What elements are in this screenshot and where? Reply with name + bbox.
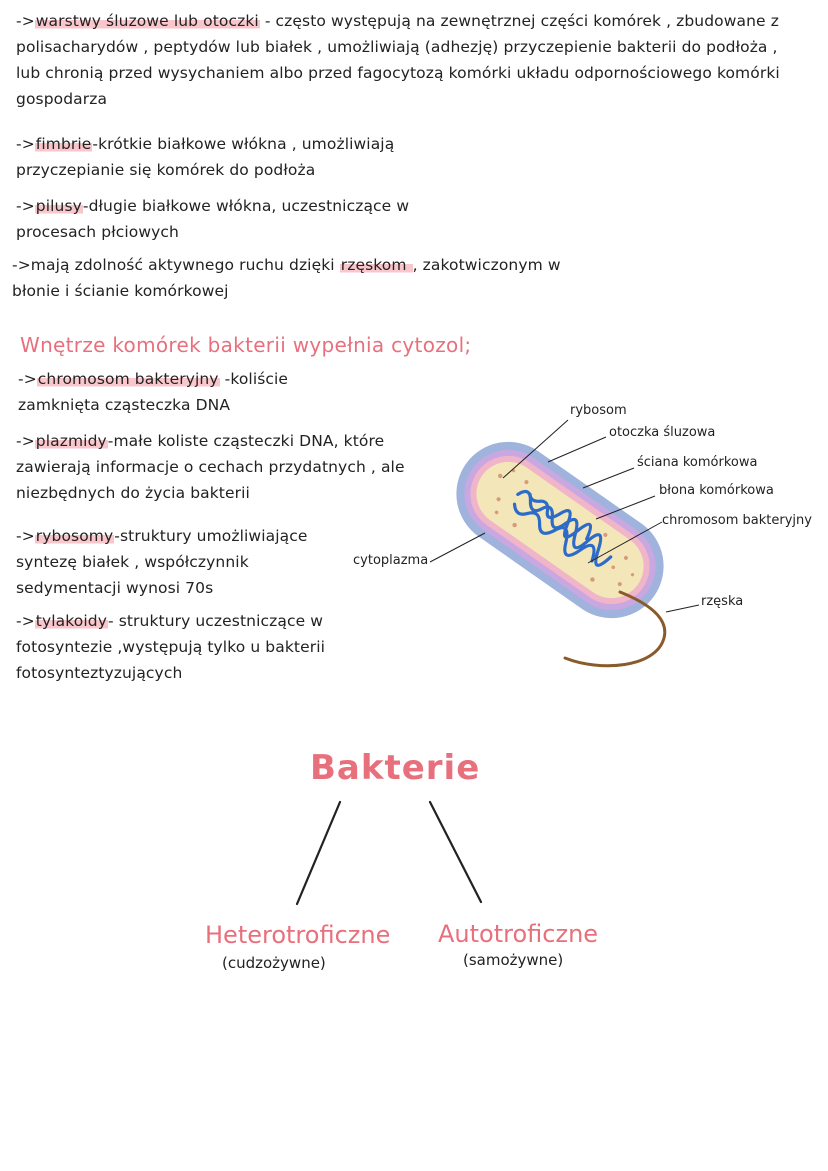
label-rzeska: rzęska <box>701 594 744 609</box>
item-chromosom: ->chromosom bakteryjny -koliście zamknię… <box>18 370 289 414</box>
label-cytoplazma: cytoplazma <box>353 553 429 568</box>
flagellum <box>563 590 667 668</box>
term-fimbrie: fimbrie <box>34 135 93 153</box>
classification-right-sub: (samożywne) <box>463 951 564 969</box>
classification-title: Bakterie <box>310 748 481 788</box>
term-rybosomy: rybosomy <box>34 527 115 545</box>
item-plazmidy: ->plazmidy-małe koliste cząsteczki DNA, … <box>16 432 405 502</box>
term-chromosom: chromosom bakteryjny <box>36 370 220 388</box>
term-pilusy: pilusy <box>34 197 83 215</box>
item-tylakoidy: ->tylakoidy- struktury uczestniczące w f… <box>16 612 326 682</box>
term-rzeskom: rzęskom <box>339 256 413 274</box>
label-otoczka: otoczka śluzowa <box>609 425 716 440</box>
paragraph-motility: ->mają zdolność aktywnego ruchu dzięki r… <box>12 256 561 300</box>
paragraph-pilusy: ->pilusy-długie białkowe włókna, uczestn… <box>16 197 410 241</box>
bacterium-diagram <box>429 419 700 668</box>
classification-branches <box>295 800 483 906</box>
classification-left-sub: (cudzożywne) <box>222 954 326 972</box>
classification-right: Autotroficzne <box>438 920 599 948</box>
term-plazmidy: plazmidy <box>34 432 108 450</box>
label-sciana: ściana komórkowa <box>637 455 758 470</box>
label-lines <box>429 419 700 613</box>
bacterium-body <box>456 441 664 619</box>
ribosome-dots <box>494 469 635 587</box>
classification-left: Heterotroficzne <box>205 921 391 949</box>
branch-right <box>428 800 483 904</box>
item-rybosomy: ->rybosomy-struktury umożliwiające synte… <box>16 527 308 597</box>
chromosome-dna <box>512 489 613 567</box>
label-rybosom: rybosom <box>570 403 627 418</box>
section-heading-cytozol: Wnętrze komórek bakterii wypełnia cytozo… <box>20 333 472 357</box>
paragraph-fimbrie: ->fimbrie-krótkie białkowe włókna , umoż… <box>16 135 395 179</box>
term-otoczki: warstwy śluzowe lub otoczki <box>34 12 260 30</box>
label-blona: błona komórkowa <box>659 483 774 498</box>
paragraph-otoczki: ->warstwy śluzowe lub otoczki - często w… <box>16 12 780 108</box>
term-tylakoidy: tylakoidy <box>34 612 108 630</box>
branch-left <box>295 800 342 906</box>
label-chromosom: chromosom bakteryjny <box>662 513 812 528</box>
